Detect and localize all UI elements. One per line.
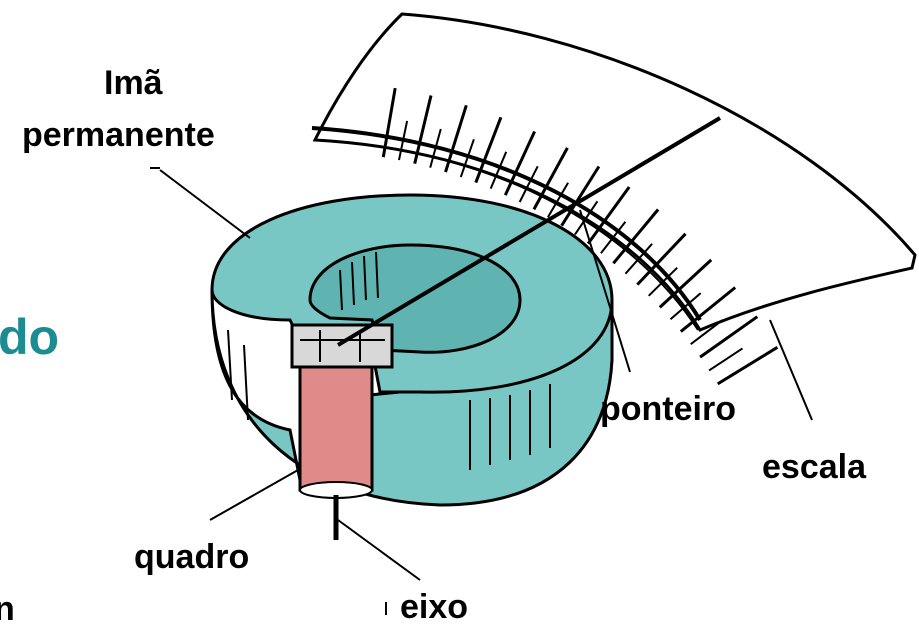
leader-ponteiro: [579, 209, 631, 373]
scale-tick: [574, 200, 599, 235]
cropped-title-fragment: do: [0, 309, 60, 365]
leader-eixo: [337, 519, 421, 581]
scale-tick: [699, 315, 759, 359]
permanent-magnet: [210, 193, 614, 507]
scale-tick: [459, 138, 475, 178]
label-eixo: eixo: [400, 588, 469, 626]
leader-escala: [769, 319, 813, 421]
scale-tick: [679, 286, 737, 333]
scale-tick: [708, 347, 744, 372]
label-ima: Imã: [104, 64, 163, 102]
scale-tick: [398, 120, 409, 161]
scale-tick: [586, 186, 631, 245]
scale-tick: [532, 147, 569, 211]
magnet-hatching: [227, 251, 551, 470]
scale-tick: [503, 130, 536, 196]
scale-tick: [518, 165, 539, 203]
scale-plate: [312, 12, 917, 332]
scale-tick: [413, 95, 433, 164]
scale-dial: [311, 12, 917, 386]
scale-tick: [600, 221, 627, 254]
scale-edge-inner: [317, 139, 699, 331]
label-permanente: permanente: [22, 116, 215, 154]
scale-tick: [658, 258, 713, 309]
coil-body: [298, 356, 374, 492]
label-ponteiro: ponteiro: [600, 390, 736, 428]
scale-tick: [716, 346, 779, 386]
label-escala: escala: [762, 448, 866, 486]
scale-ticks: [381, 87, 779, 386]
scale-tick: [669, 292, 702, 321]
scale-tick: [547, 182, 569, 218]
scale-tick: [429, 128, 442, 168]
leader-lines: [150, 167, 813, 615]
coil-frame: [290, 323, 394, 499]
scale-tick: [636, 232, 687, 286]
scale-tick: [624, 243, 653, 275]
scale-tick: [647, 266, 678, 297]
scale-tick: [612, 208, 660, 265]
scale-tick: [560, 165, 601, 227]
scale-tick: [489, 151, 508, 189]
scale-tick: [381, 87, 397, 158]
cropped-text-fragment: n: [0, 590, 15, 628]
leader-quadro: [209, 469, 299, 521]
scale-tick: [474, 116, 503, 184]
leader-ima: [159, 169, 251, 239]
coil-cap: [290, 323, 394, 369]
scale-tick: [690, 319, 724, 345]
pointer-needle: [336, 116, 722, 347]
scale-tick: [444, 104, 468, 173]
label-quadro: quadro: [134, 538, 250, 576]
